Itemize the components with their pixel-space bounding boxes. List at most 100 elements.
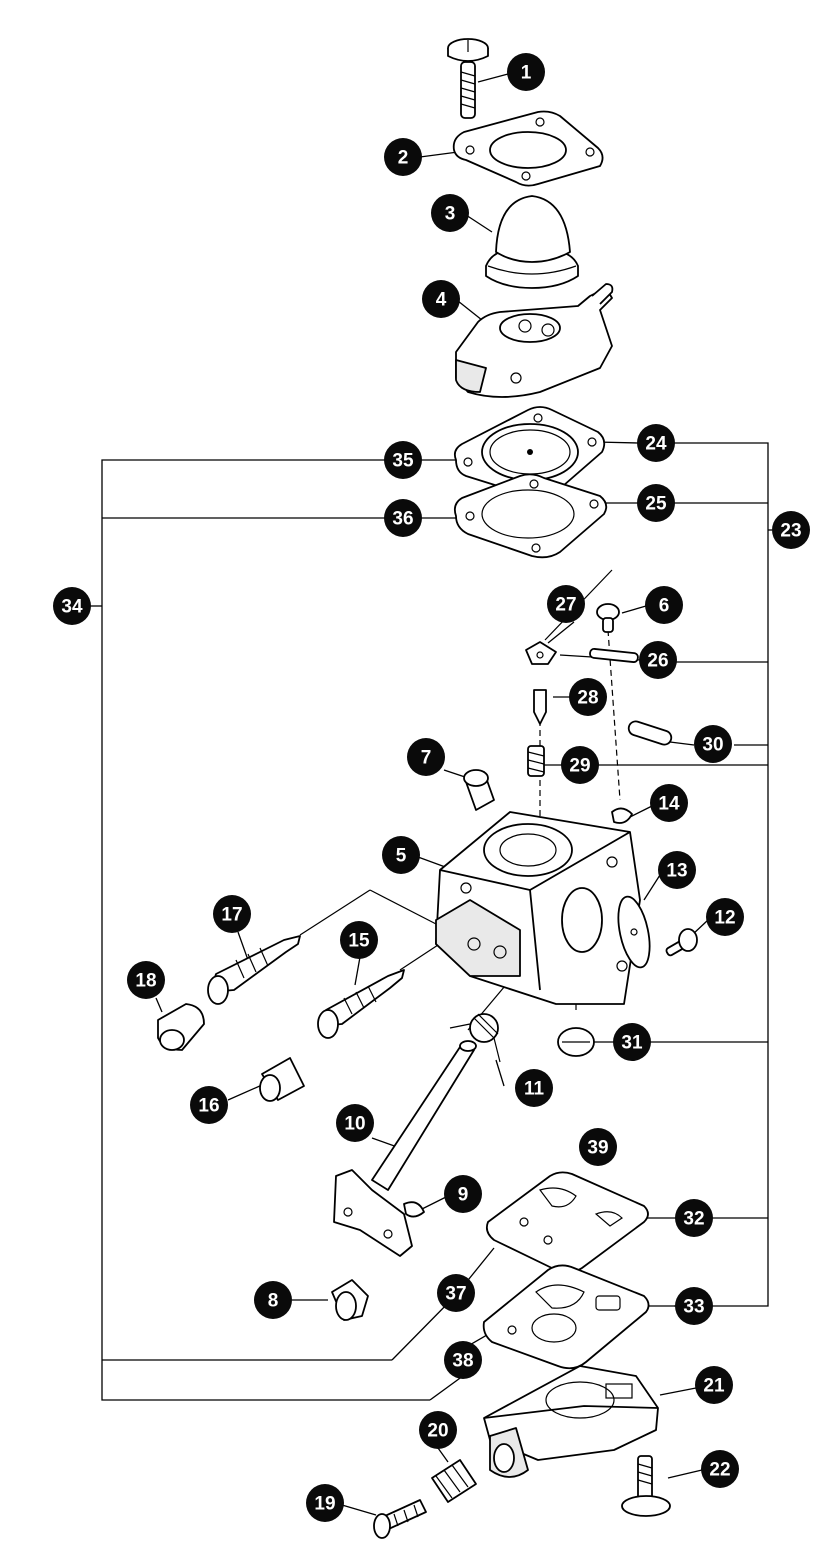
svg-text:2: 2 <box>398 148 409 169</box>
callout-25: 25 <box>637 484 675 522</box>
svg-text:37: 37 <box>445 1284 466 1305</box>
svg-text:12: 12 <box>714 908 735 929</box>
part-spring-29 <box>527 745 545 777</box>
part-diaphragm-35 <box>453 406 606 499</box>
svg-text:3: 3 <box>445 204 456 225</box>
svg-text:16: 16 <box>198 1096 219 1117</box>
svg-text:31: 31 <box>621 1033 643 1054</box>
part-primer-bulb-3 <box>485 195 579 289</box>
svg-text:35: 35 <box>392 451 414 472</box>
svg-text:30: 30 <box>702 735 723 756</box>
part-gasket-36 <box>453 473 608 559</box>
callout-4: 4 <box>422 280 460 318</box>
part-knob-8 <box>331 1279 369 1321</box>
svg-text:23: 23 <box>780 521 801 542</box>
svg-text:36: 36 <box>392 509 413 530</box>
part-needle-28 <box>533 689 547 725</box>
callout-17: 17 <box>213 895 251 933</box>
svg-text:11: 11 <box>524 1079 545 1100</box>
svg-text:28: 28 <box>577 688 598 709</box>
callout-5: 5 <box>382 836 420 874</box>
svg-text:21: 21 <box>703 1376 725 1397</box>
callout-29: 29 <box>561 746 599 784</box>
part-lever-27 <box>525 641 557 665</box>
svg-text:22: 22 <box>709 1460 730 1481</box>
callout-11: 11 <box>515 1069 553 1107</box>
part-plug-30 <box>627 720 673 746</box>
svg-text:29: 29 <box>569 756 590 777</box>
svg-text:38: 38 <box>452 1351 473 1372</box>
svg-text:39: 39 <box>587 1138 608 1159</box>
svg-text:7: 7 <box>421 748 432 769</box>
callout-31: 31 <box>613 1023 651 1061</box>
svg-text:15: 15 <box>348 931 370 952</box>
callout-33: 33 <box>675 1287 713 1325</box>
part-gasket-2 <box>452 110 604 187</box>
callout-30: 30 <box>694 725 732 763</box>
callout-26: 26 <box>639 641 677 679</box>
svg-text:32: 32 <box>683 1209 704 1230</box>
svg-text:6: 6 <box>659 596 670 617</box>
part-clip-9 <box>403 1201 425 1218</box>
svg-text:34: 34 <box>61 597 83 618</box>
callout-38: 38 <box>444 1341 482 1379</box>
svg-text:10: 10 <box>344 1114 365 1135</box>
part-spring-20 <box>431 1459 477 1503</box>
part-pin-26 <box>589 648 639 663</box>
callout-10: 10 <box>336 1104 374 1142</box>
callout-22: 22 <box>701 1450 739 1488</box>
bracket-lines <box>90 442 772 1401</box>
callout-20: 20 <box>419 1411 457 1449</box>
part-disc-13 <box>617 895 651 969</box>
callout-15: 15 <box>340 921 378 959</box>
part-cap-18 <box>157 1003 205 1051</box>
callout-16: 16 <box>190 1086 228 1124</box>
svg-text:1: 1 <box>521 63 532 84</box>
svg-text:17: 17 <box>221 905 242 926</box>
svg-text:25: 25 <box>645 494 667 515</box>
part-screw-6 <box>596 603 620 633</box>
part-pump-cover-4 <box>455 283 614 398</box>
part-screw-12 <box>665 928 698 957</box>
callout-28: 28 <box>569 678 607 716</box>
callout-2: 2 <box>384 138 422 176</box>
callout-8: 8 <box>254 1281 292 1319</box>
callout-19: 19 <box>306 1484 344 1522</box>
callout-34: 34 <box>53 587 91 625</box>
svg-text:20: 20 <box>427 1421 448 1442</box>
svg-text:27: 27 <box>555 595 576 616</box>
svg-text:8: 8 <box>268 1291 279 1312</box>
part-screw-1 <box>447 38 489 119</box>
callout-6: 6 <box>645 586 683 624</box>
part-spring-11 <box>449 1013 501 1063</box>
svg-text:4: 4 <box>436 290 447 311</box>
callout-39: 39 <box>579 1128 617 1166</box>
svg-text:9: 9 <box>458 1185 469 1206</box>
callout-14: 14 <box>650 784 688 822</box>
part-needle-15 <box>317 969 405 1039</box>
part-carburetor-body-5 <box>435 811 641 1005</box>
callout-23: 23 <box>772 511 810 549</box>
part-screw-19 <box>373 1499 427 1539</box>
svg-text:14: 14 <box>658 794 680 815</box>
callout-35: 35 <box>384 441 422 479</box>
svg-text:5: 5 <box>396 846 407 867</box>
callout-9: 9 <box>444 1175 482 1213</box>
callout-12: 12 <box>706 898 744 936</box>
callout-36: 36 <box>384 499 422 537</box>
callout-24: 24 <box>637 424 675 462</box>
part-gasket-33 <box>482 1264 650 1370</box>
svg-text:24: 24 <box>645 434 667 455</box>
callout-1: 1 <box>507 53 545 91</box>
svg-text:18: 18 <box>135 971 156 992</box>
callout-18: 18 <box>127 961 165 999</box>
callout-21: 21 <box>695 1366 733 1404</box>
svg-text:19: 19 <box>314 1494 335 1515</box>
part-plug-31 <box>557 1027 595 1057</box>
callout-37: 37 <box>437 1274 475 1312</box>
part-fitting-7 <box>463 769 495 811</box>
callout-13: 13 <box>658 851 696 889</box>
callout-32: 32 <box>675 1199 713 1237</box>
part-cap-16 <box>259 1057 305 1102</box>
